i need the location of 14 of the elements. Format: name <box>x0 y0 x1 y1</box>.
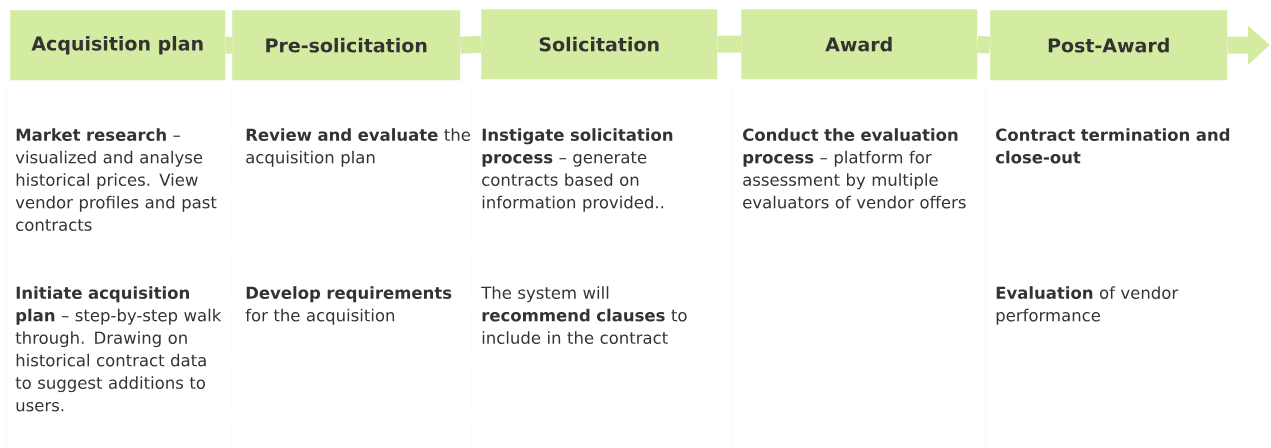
description-text: The system will recommend clauses to include in the contract <box>481 286 687 344</box>
description-text: Contract termination and close-out <box>995 128 1230 164</box>
description-text: Conduct the evaluation process – platform for assessment by multiple evaluators of vendor offers <box>743 128 966 209</box>
stage-box: Post-Award <box>990 10 1228 81</box>
description-text: Develop requirements for the acquisition <box>245 286 452 325</box>
stage-box: Pre-solicitation <box>232 10 461 81</box>
description-text: Initiate acquisition plan – step-by-step walk through. Drawing on historical contract data to suggest additions to users. <box>15 286 222 412</box>
description-text: Market research – visualized and analyse historical prices. View vendor profiles and past contracts <box>15 128 217 231</box>
stage-box: Award <box>741 9 978 80</box>
description-text: Instigate solicitation process – generate contracts based on information provided.. <box>482 128 673 212</box>
stage-box: Solicitation <box>481 9 718 80</box>
description-text: Evaluation of vendor performance <box>996 286 1179 325</box>
stage-box: Acquisition plan <box>10 10 226 81</box>
description-text: Review and evaluate the acquisition plan <box>246 128 471 167</box>
